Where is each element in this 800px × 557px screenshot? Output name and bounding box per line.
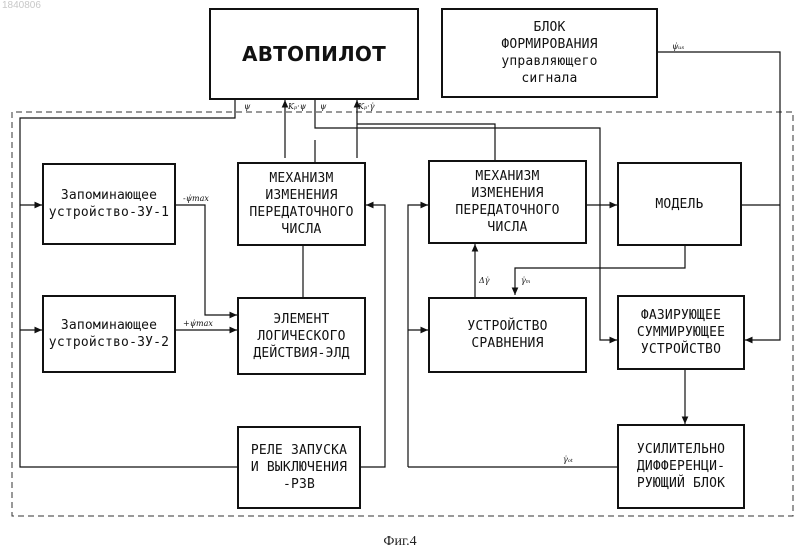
label-gamma-out: γ̇ₒₜ (563, 455, 573, 464)
model-block: МОДЕЛЬ (617, 162, 742, 246)
label-k-gamma: Kₚ·γ̇ (358, 102, 375, 111)
memory-unit-2: Запоминающее устройство-ЗУ-2 (42, 295, 176, 373)
amplifier-differentiator-block: УСИЛИТЕЛЬНО ДИФФЕРЕНЦИ- РУЮЩИЙ БЛОК (617, 424, 745, 509)
label-plus-psi-max: +ψ̇max (183, 319, 213, 328)
logic-element-block: ЭЛЕМЕНТ ЛОГИЧЕСКОГО ДЕЙСТВИЯ-ЭЛД (237, 297, 366, 375)
ratio-mechanism-right: МЕХАНИЗМ ИЗМЕНЕНИЯ ПЕРЕДАТОЧНОГО ЧИСЛА (428, 160, 587, 244)
autopilot-block: АВТОПИЛОТ (209, 8, 419, 100)
label-delta-gamma: Δγ̇ (479, 276, 490, 285)
comparator-block: УСТРОЙСТВО СРАВНЕНИЯ (428, 297, 587, 373)
label-psi-cmd: ψ̇ᵤₛ (672, 42, 684, 51)
label-k-psi: Kₚ·ψ (288, 102, 306, 111)
signal-formation-block: БЛОК ФОРМИРОВАНИЯ управляющего сигнала (441, 8, 658, 98)
label-minus-psi-max: -ψ̇max (183, 194, 209, 203)
label-gamma-m: γ̇ₘ (521, 276, 531, 285)
label-psi-2: ψ (320, 102, 326, 111)
phasing-summator-block: ФАЗИРУЮЩЕЕ СУММИРУЮЩЕЕ УСТРОЙСТВО (617, 295, 745, 370)
ratio-mechanism-left: МЕХАНИЗМ ИЗМЕНЕНИЯ ПЕРЕДАТОЧНОГО ЧИСЛА (237, 162, 366, 246)
figure-caption: Фиг.4 (0, 534, 800, 550)
label-psi: ψ (244, 102, 250, 111)
memory-unit-1: Запоминающее устройство-ЗУ-1 (42, 163, 176, 245)
start-stop-relay-block: РЕЛЕ ЗАПУСКА И ВЫКЛЮЧЕНИЯ -РЗВ (237, 426, 361, 509)
